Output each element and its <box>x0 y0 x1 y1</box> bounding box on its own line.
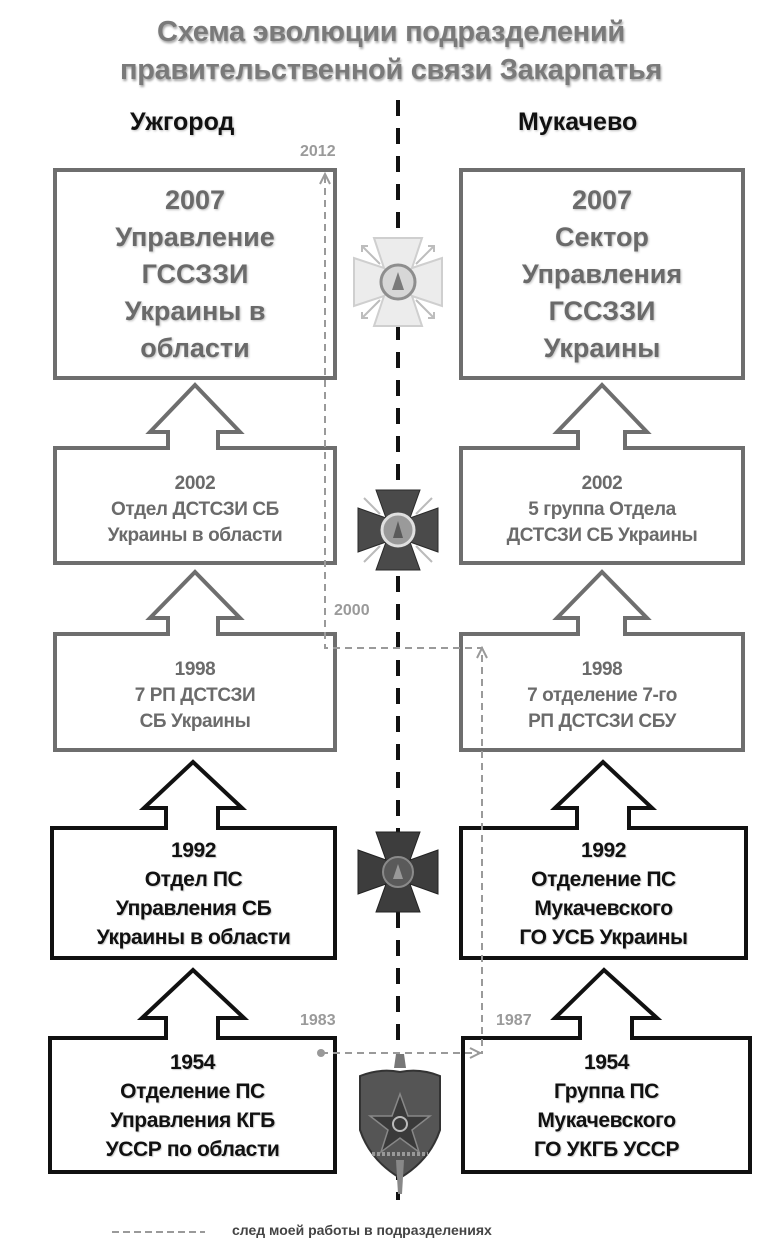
box-text-uzhgorod-1998: 1998 7 РП ДСТСЗИ СБ Украины <box>57 644 333 748</box>
box-line: 7 отделение 7-го <box>527 685 677 706</box>
box-line: Управления <box>521 258 683 289</box>
box-line: Мукачевского <box>534 897 673 920</box>
arrow-box-uzhgorod-1954 <box>48 967 337 1174</box>
box-text-uzhgorod-2007: 2007 Управление ГССЗЗИ Украины в области <box>57 172 333 376</box>
arrow-box-mukachevo-1998 <box>459 569 745 752</box>
year: 2007 <box>164 184 226 215</box>
box-text-mukachevo-2002: 2002 5 группа Отдела ДСТСЗИ СБ Украины <box>463 458 741 561</box>
box-line: ДСТСЗИ СБ Украины <box>506 524 698 546</box>
kgb-shield-emblem <box>359 1054 441 1194</box>
box-text-uzhgorod-1954: 1954 Отделение ПС Управления КГБ УССР по… <box>52 1042 333 1170</box>
arrow-box-uzhgorod-2002 <box>53 382 337 565</box>
trace-arrowhead-2012 <box>319 171 331 185</box>
year: 1992 <box>580 839 627 862</box>
box-line: Отделение ПС <box>531 868 676 891</box>
trace-year-1987: 1987 <box>496 1012 532 1029</box>
box-line: Группа ПС <box>554 1080 659 1103</box>
column-header-uzhgorod: Ужгород <box>130 108 235 136</box>
trace-arrowhead-2000 <box>476 645 488 659</box>
trace-year-2012: 2012 <box>300 143 336 160</box>
box-line: ГО УСБ Украины <box>519 926 688 949</box>
box-uzhgorod-2007 <box>53 168 337 380</box>
light-cross-emblem <box>353 237 443 327</box>
box-line: Украины в <box>124 295 266 326</box>
box-text-uzhgorod-2002: 2002 Отдел ДСТСЗИ СБ Украины в области <box>57 458 333 561</box>
year: 2007 <box>571 184 633 215</box>
arrow-box-mukachevo-2002 <box>459 382 745 565</box>
legend-label: след моей работы в подразделениях <box>232 1222 492 1238</box>
arrow-box-mukachevo-1954 <box>461 967 752 1174</box>
arrow-box-mukachevo-1992 <box>459 759 748 960</box>
box-text-mukachevo-1998: 1998 7 отделение 7-го РП ДСТСЗИ СБУ <box>463 644 741 748</box>
box-mukachevo-2007 <box>459 168 745 380</box>
arrow-box-uzhgorod-1998 <box>53 569 337 752</box>
box-line: Управления СБ <box>115 897 272 920</box>
box-text-uzhgorod-1992: 1992 Отдел ПС Управления СБ Украины в об… <box>54 832 333 956</box>
trace-year-2000: 2000 <box>334 602 370 619</box>
dark-cross-lightning-emblem <box>357 489 439 571</box>
box-line: Отдел ПС <box>144 868 243 891</box>
box-line: Мукачевского <box>537 1109 676 1132</box>
box-line: области <box>140 332 250 363</box>
diagram-title-line-2: правительственной связи Закарпатья <box>120 54 662 86</box>
box-line: 5 группа Отдела <box>528 498 676 520</box>
trace-year-1983: 1983 <box>300 1012 336 1029</box>
dark-cross-emblem <box>357 831 439 913</box>
year: 2002 <box>581 472 623 494</box>
box-line: ГССЗЗИ <box>141 258 249 289</box>
box-line: УССР по области <box>105 1138 280 1161</box>
arrow-box-uzhgorod-1992 <box>50 759 337 960</box>
box-text-mukachevo-1992: 1992 Отделение ПС Мукачевского ГО УСБ Ук… <box>463 832 744 956</box>
year: 1954 <box>169 1051 216 1074</box>
box-line: РП ДСТСЗИ СБУ <box>528 711 676 732</box>
box-line: Украины в области <box>107 524 283 546</box>
box-line: Управление <box>115 221 275 252</box>
box-line: Сектор <box>555 221 649 252</box>
box-line: ГССЗЗИ <box>548 295 656 326</box>
box-line: 7 РП ДСТСЗИ <box>134 685 256 706</box>
year: 1954 <box>583 1051 630 1074</box>
box-line: Украины <box>543 332 661 363</box>
diagram-title-line-1: Схема эволюции подразделений <box>157 16 625 48</box>
year: 1998 <box>581 659 623 680</box>
box-line: СБ Украины <box>139 711 251 732</box>
year: 1998 <box>174 659 216 680</box>
year: 1992 <box>170 839 217 862</box>
box-text-mukachevo-1954: 1954 Группа ПС Мукачевского ГО УКГБ УССР <box>465 1042 748 1170</box>
trace-arrowhead-1987 <box>469 1047 483 1059</box>
box-line: ГО УКГБ УССР <box>533 1138 680 1161</box>
box-line: Отделение ПС <box>120 1080 265 1103</box>
box-line: Управления КГБ <box>110 1109 275 1132</box>
box-line: Украины в области <box>96 926 291 949</box>
box-text-mukachevo-2007: 2007 Сектор Управления ГССЗЗИ Украины <box>463 172 741 376</box>
year: 2002 <box>174 472 216 494</box>
box-line: Отдел ДСТСЗИ СБ <box>111 498 279 520</box>
column-header-mukachevo: Мукачево <box>518 108 638 136</box>
